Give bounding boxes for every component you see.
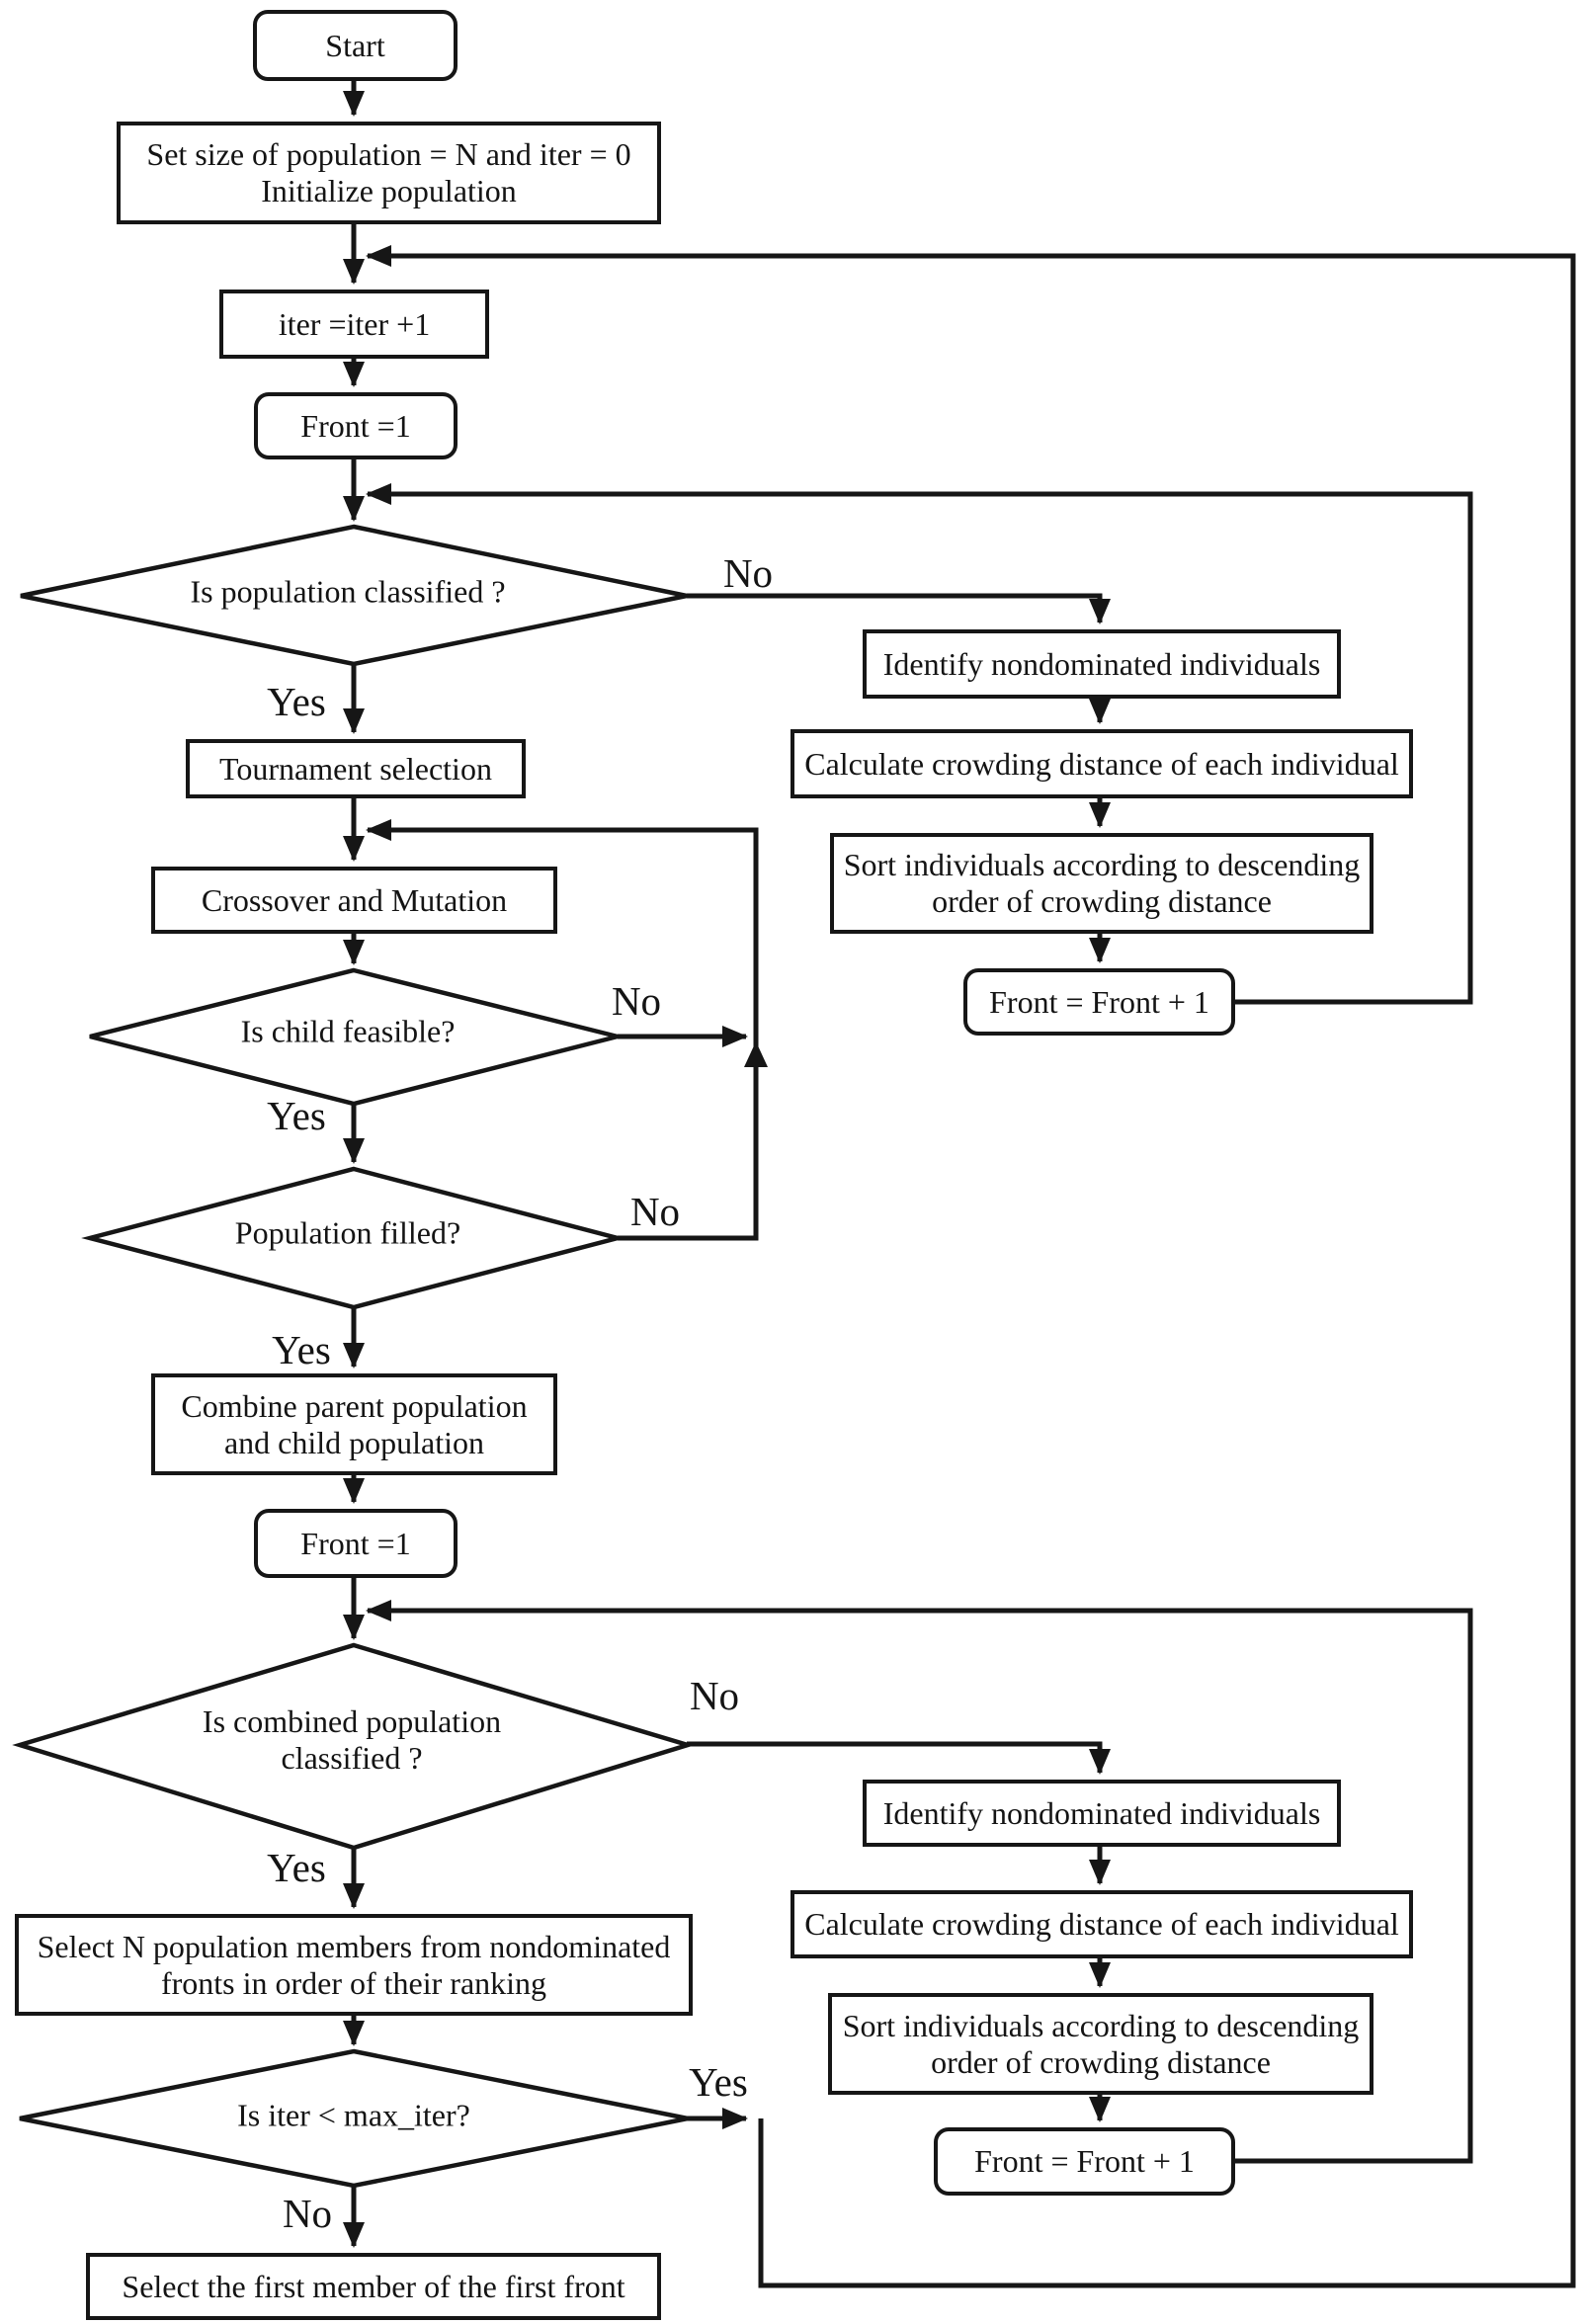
- diamond-combined-classified: [12, 1642, 696, 1851]
- diamond-child-feasible-text: Is child feasible?: [240, 1013, 456, 1049]
- connector-frontpp1-loop-back: [366, 483, 1473, 1005]
- node-start-label: Start: [325, 27, 385, 63]
- diamond-child-feasible: [89, 967, 619, 1107]
- diamond-pop-classified-text: Is population classified ?: [190, 573, 506, 610]
- node-calc-crowding-1: Calculate crowding distance of each indi…: [790, 729, 1413, 798]
- node-front-init-1: Front =1: [254, 392, 458, 459]
- label-pop-filled-yes: Yes: [272, 1327, 331, 1372]
- node-front-plus-1-second-label: Front = Front + 1: [974, 2143, 1195, 2179]
- node-front-init-2-label: Front =1: [300, 1525, 411, 1561]
- node-calc-1-label: Calculate crowding distance of each indi…: [804, 745, 1399, 782]
- node-crossover-label: Crossover and Mutation: [201, 881, 508, 918]
- node-select-n-members: Select N population members from nondomi…: [15, 1914, 693, 2016]
- node-sort-1-line1: Sort individuals according to descending: [843, 847, 1361, 882]
- connector-pop-filled-no-loop: [366, 819, 759, 1241]
- node-sort-2-line1: Sort individuals according to descending: [842, 2007, 1360, 2043]
- connector-frontpp2-loop-back: [366, 1600, 1473, 2164]
- node-select-n-line1: Select N population members from nondomi…: [37, 1928, 671, 1964]
- node-front-plus-1-second: Front = Front + 1: [934, 2127, 1235, 2196]
- node-iter-increment: iter =iter +1: [219, 290, 489, 359]
- label-child-feasible-no: No: [611, 978, 662, 1024]
- label-pop-classified-yes: Yes: [267, 679, 326, 724]
- connector-iteration-loop-back: [366, 245, 1576, 2288]
- label-combined-classified-no: No: [689, 1673, 740, 1718]
- node-sort-2-line2: order of crowding distance: [931, 2043, 1271, 2080]
- node-sort-1-line2: order of crowding distance: [932, 883, 1272, 919]
- diamond-iter-max-text: Is iter < max_iter?: [237, 2097, 470, 2133]
- label-iter-max-no: No: [282, 2191, 333, 2236]
- node-sort-individuals-1: Sort individuals according to descending…: [830, 833, 1373, 934]
- node-crossover-mutation: Crossover and Mutation: [151, 867, 557, 934]
- node-tournament-label: Tournament selection: [219, 750, 492, 787]
- node-start: Start: [253, 10, 458, 81]
- node-combine-populations: Combine parent population and child popu…: [151, 1373, 557, 1475]
- node-combine-line1: Combine parent population: [181, 1387, 528, 1424]
- node-init-line1: Set size of population = N and iter = 0: [146, 136, 631, 172]
- diamond-iter-max: [19, 2048, 689, 2189]
- node-sort-individuals-2: Sort individuals according to descending…: [828, 1993, 1373, 2095]
- node-init-line2: Initialize population: [261, 173, 517, 208]
- diamond-pop-filled: [81, 1166, 626, 1310]
- node-front-init-2: Front =1: [254, 1509, 458, 1578]
- node-front-plus-1-first-label: Front = Front + 1: [989, 983, 1209, 1020]
- node-identify-nondominated-2: Identify nondominated individuals: [863, 1780, 1341, 1847]
- connector-pop-classified-no-to-identify1: [687, 593, 1111, 624]
- label-pop-filled-no: No: [629, 1189, 681, 1234]
- node-front-plus-1-first: Front = Front + 1: [963, 968, 1235, 1036]
- node-combine-line2: and child population: [223, 1424, 485, 1460]
- label-iter-max-yes: Yes: [689, 2059, 748, 2105]
- node-front-init-1-label: Front =1: [300, 407, 411, 444]
- label-combined-classified-yes: Yes: [267, 1845, 326, 1890]
- node-identify-1-label: Identify nondominated individuals: [882, 645, 1321, 682]
- connector-combined-no-to-identify2: [687, 1741, 1111, 1775]
- node-identify-2-label: Identify nondominated individuals: [882, 1794, 1321, 1831]
- node-initialize-population: Set size of population = N and iter = 0 …: [117, 122, 661, 224]
- node-tournament-selection: Tournament selection: [186, 739, 526, 798]
- diamond-combined-classified-text: Is combined population classified ?: [202, 1703, 502, 1776]
- node-iter-increment-label: iter =iter +1: [278, 305, 431, 342]
- diamond-pop-filled-text: Population filled?: [234, 1214, 461, 1251]
- up-arrowhead-inner-loop: [744, 1041, 768, 1067]
- diamond-pop-classified: [20, 524, 688, 667]
- label-pop-classified-no: No: [722, 550, 774, 596]
- node-identify-nondominated-1: Identify nondominated individuals: [863, 629, 1341, 699]
- node-select-n-line2: fronts in order of their ranking: [160, 1964, 547, 2001]
- label-child-feasible-yes: Yes: [267, 1093, 326, 1138]
- node-select-first-label: Select the first member of the first fro…: [122, 2268, 625, 2304]
- node-calc-2-label: Calculate crowding distance of each indi…: [804, 1906, 1399, 1942]
- node-select-first-member: Select the first member of the first fro…: [86, 2253, 661, 2320]
- node-calc-crowding-2: Calculate crowding distance of each indi…: [790, 1890, 1413, 1958]
